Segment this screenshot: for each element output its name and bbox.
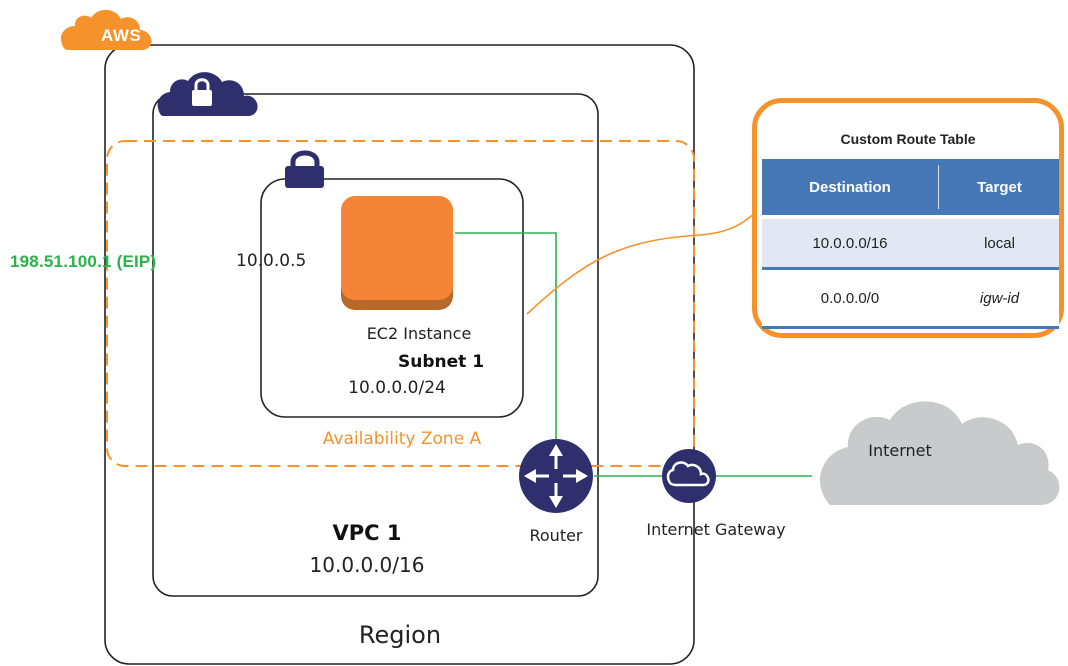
internet-cloud-icon [819, 401, 1060, 505]
private-ip-label: 10.0.0.5 [236, 251, 307, 271]
region-label: Region [358, 621, 442, 649]
subnet-cidr-label: 10.0.0.0/24 [348, 378, 446, 398]
router-label: Router [529, 526, 583, 545]
vpc-box [152, 93, 599, 597]
custom-route-table: Custom Route Table Destination Target 10… [752, 98, 1064, 338]
target-cell: igw-id [979, 289, 1020, 307]
destination-header: Destination [809, 178, 891, 196]
internet-label: Internet [868, 441, 932, 460]
target-header: Target [977, 178, 1022, 196]
vpc-lock-icon [157, 72, 258, 116]
instance-to-router-line [455, 232, 557, 452]
target-cell: local [984, 234, 1015, 252]
subnet-name-label: Subnet 1 [398, 352, 485, 372]
aws-badge-label: AWS [101, 26, 142, 45]
internet-gateway-icon [662, 449, 716, 503]
table-row: 10.0.0.0/16 local [762, 217, 1059, 267]
route-table-connector [526, 211, 758, 315]
aws-cloud-icon [60, 9, 152, 51]
subnet-lock-icon [285, 150, 324, 188]
internet-gateway-label: Internet Gateway [646, 520, 786, 539]
vpc-cidr-label: 10.0.0.0/16 [309, 553, 425, 577]
router-icon [519, 439, 593, 513]
ec2-instance-label: EC2 Instance [366, 324, 472, 343]
subnet-box [260, 178, 524, 418]
table-row: 0.0.0.0/0 igw-id [762, 267, 1059, 329]
region-box [104, 44, 695, 665]
destination-cell: 10.0.0.0/16 [812, 234, 888, 252]
connection-lines [455, 232, 812, 477]
ec2-instance-icon [341, 196, 453, 310]
header-divider [938, 165, 939, 209]
availability-zone-label: Availability Zone A [322, 429, 482, 449]
vpc-name-label: VPC 1 [332, 521, 402, 545]
route-table-title: Custom Route Table [840, 131, 976, 147]
route-table-header-row: Destination Target [762, 159, 1059, 215]
destination-cell: 0.0.0.0/0 [820, 289, 880, 307]
availability-zone-box [106, 140, 695, 467]
elastic-ip-label: 198.51.100.1 (EIP) [10, 252, 157, 271]
